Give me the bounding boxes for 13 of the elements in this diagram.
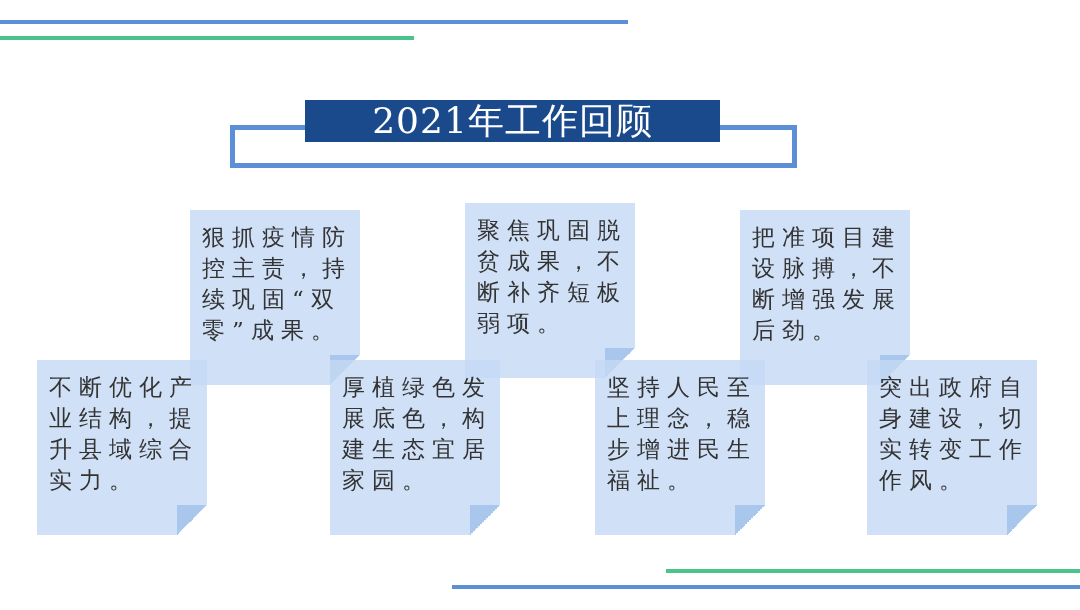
note-card: [330, 360, 500, 535]
note-card: [595, 360, 765, 535]
title-banner: 2021年工作回顾: [305, 100, 720, 142]
card-text: 坚持人民至上理念，稳步增进民生福祉。: [607, 373, 757, 495]
card-text: 厚植绿色发展底色，构建生态宜居家园。: [342, 373, 492, 495]
note-card: [465, 203, 635, 378]
card-text: 狠抓疫情防控主责，持续巩固“双零”成果。: [202, 223, 352, 345]
card-text: 聚焦巩固脱贫成果，不断补齐短板弱项。: [477, 216, 627, 338]
note-card: [867, 360, 1037, 535]
card-text: 把准项目建设脉搏，不断增强发展后劲。: [752, 223, 902, 345]
card-text: 不断优化产业结构，提升县域综合实力。: [49, 373, 199, 495]
note-card: [37, 360, 207, 535]
card-text: 突出政府自身建设，切实转变工作作风。: [879, 373, 1029, 495]
